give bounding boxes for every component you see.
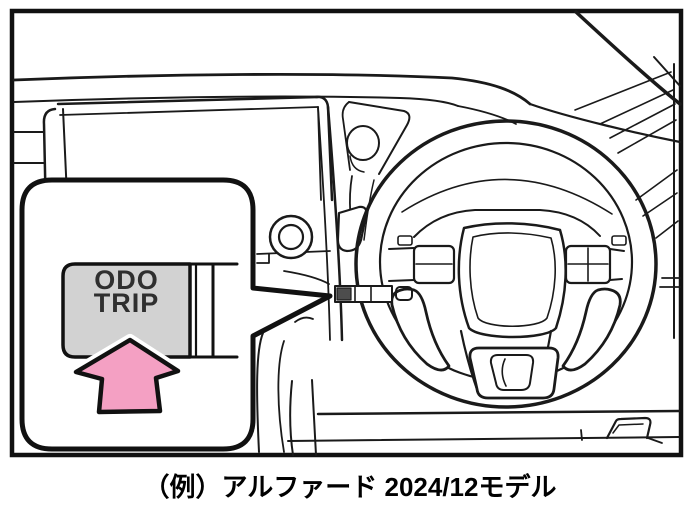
trip-line: TRIP [93, 288, 160, 318]
dash-knob [268, 214, 314, 260]
a-pillar-and-door [574, 10, 682, 339]
airbag-pad [457, 222, 567, 339]
odo-trip-button-label: ODO TRIP [63, 267, 190, 318]
callout-odo-trip-button [61, 262, 239, 359]
figure-caption: （例）アルファード 2024/12モデル [143, 472, 557, 502]
steering-wheel [354, 119, 658, 409]
instrument-odo-trip-button [334, 285, 413, 303]
odo-line: ODO [94, 265, 159, 295]
display-screen [42, 95, 334, 220]
up-arrow-icon [70, 334, 184, 418]
lower-dash [287, 409, 681, 444]
steering-column [256, 316, 317, 456]
instrument-hood [341, 101, 411, 247]
bottom-hub [468, 346, 560, 400]
